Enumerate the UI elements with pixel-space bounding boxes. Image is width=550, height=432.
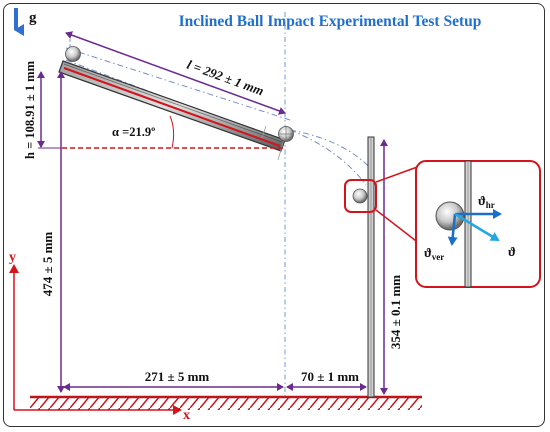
resultant-velocity-arrow-icon [454,212,500,242]
length-label: l = 292 ± 1 mm [185,57,266,99]
vertical-velocity-arrow-icon [447,213,458,246]
angle-arc [169,115,175,149]
gap-label: 70 ± 1 mm [301,369,359,384]
velocity-ver-label: ϑver [424,245,444,262]
ground [30,395,422,410]
wall-height-label: 354 ± 0.1 mm [388,275,403,349]
zoom-connector-top [375,165,421,183]
gravity-indicator: g [14,8,37,36]
inset-ball-icon [435,201,465,231]
length-dimension-arrow [65,31,286,115]
x-axis-label: x [183,408,190,423]
vertical-474-label: 474 ± 5 mm [40,232,55,297]
y-axis-label: y [9,250,16,265]
velocity-label: ϑ [508,244,516,259]
velocity-hr-label: ϑhr [478,193,495,210]
impact-highlight-box [344,179,377,213]
angle-label: α =21.9º [112,125,155,139]
inclined-ramp [58,60,289,161]
gravity-label: g [29,10,37,26]
start-ball-icon [65,46,81,62]
zoom-inset: ϑhr ϑver ϑ [415,160,541,288]
zoom-connector-bottom [375,209,421,245]
horizontal-271-label: 271 ± 5 mm [145,369,210,384]
figure-title: Inclined Ball Impact Experimental Test S… [179,13,482,30]
wall-impact-ball-icon [352,188,368,204]
height-label: h = 108.91 ± 1 mm [23,60,37,159]
vertical-wall [367,136,375,398]
